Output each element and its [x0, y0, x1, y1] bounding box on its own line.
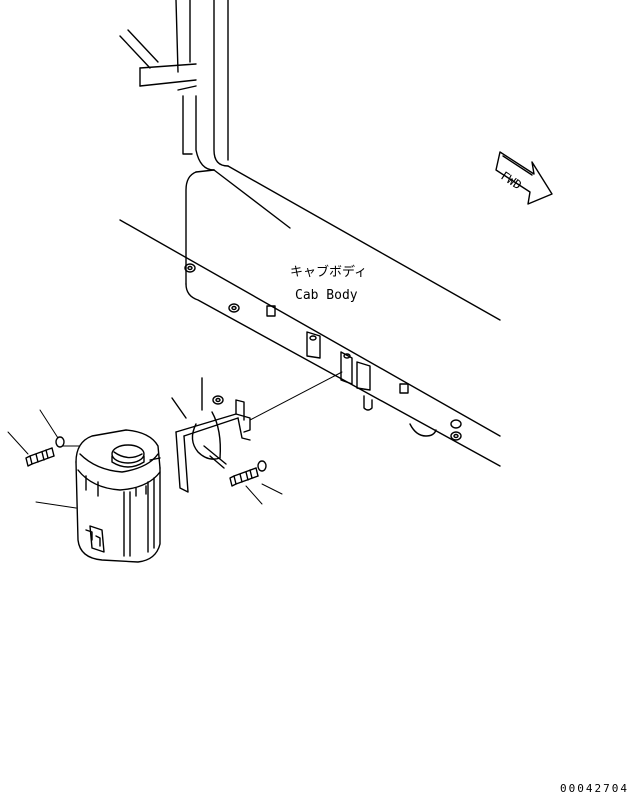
- cab-body: [119, 165, 501, 467]
- bolt-left: [7, 409, 81, 509]
- cab-body-label-en: Cab Body: [295, 288, 358, 303]
- fwd-label: FWD: [498, 169, 524, 193]
- bolt-right: [229, 460, 283, 505]
- cab-body-label-jp: キャブボディ: [290, 264, 367, 280]
- washer-tank: [75, 429, 161, 563]
- drawing-code: 00042704: [560, 782, 629, 795]
- fwd-arrow-icon: FWD: [495, 151, 553, 205]
- cab-pillar: [119, 0, 229, 171]
- bracket: [171, 371, 343, 493]
